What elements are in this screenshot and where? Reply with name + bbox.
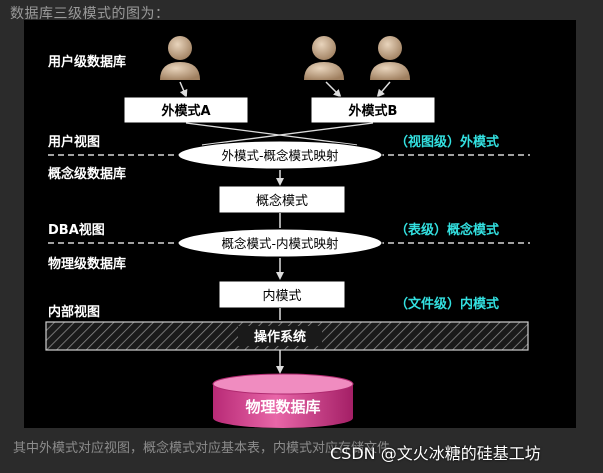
arrow [325, 81, 342, 98]
external-schema-b-label: 外模式B [348, 103, 398, 119]
user-db-level-label: 用户级数据库 [47, 54, 126, 70]
user-icon [304, 36, 344, 80]
physical-database-cylinder [212, 373, 354, 428]
ext-concept-mapping-label: 外模式-概念模式映射 [221, 148, 338, 163]
user-view-label: 用户视图 [47, 134, 100, 150]
user-icon [160, 36, 200, 80]
ext-concept-mapping-ellipse [177, 140, 383, 170]
mapping-line [185, 122, 358, 146]
concept-internal-mapping-ellipse [177, 228, 383, 258]
external-schema-a-label: 外模式A [160, 103, 210, 119]
file-level-annotation: （文件级）内模式 [395, 296, 499, 312]
top-caption: 数据库三级模式的图为： [10, 6, 170, 22]
dba-view-label: DBA视图 [48, 222, 105, 238]
arrow [179, 81, 188, 98]
watermark: CSDN @文火冰糖的硅基工坊 [330, 444, 541, 463]
internal-schema-box [218, 280, 346, 309]
internal-view-label: 内部视图 [48, 304, 100, 320]
conceptual-schema-box [218, 185, 346, 214]
conceptual-schema-label: 概念模式 [256, 193, 308, 209]
concept-db-level-label: 概念级数据库 [48, 166, 126, 182]
os-label-bg [238, 326, 322, 346]
operating-system-label: 操作系统 [254, 329, 306, 345]
user-icon [370, 36, 410, 80]
concept-internal-mapping-label: 概念模式-内模式映射 [221, 236, 338, 251]
arrow [376, 81, 391, 98]
diagram-panel [24, 20, 576, 428]
bottom-caption: 其中外模式对应视图，概念模式对应基本表，内模式对应存储文件。 [13, 441, 404, 456]
physical-db-level-label: 物理级数据库 [48, 256, 126, 272]
table-level-annotation: （表级）概念模式 [395, 222, 499, 238]
mapping-line [201, 122, 374, 146]
physical-database-label: 物理数据库 [245, 398, 320, 416]
internal-schema-label: 内模式 [262, 288, 301, 304]
view-level-annotation: （视图级）外模式 [395, 134, 499, 150]
